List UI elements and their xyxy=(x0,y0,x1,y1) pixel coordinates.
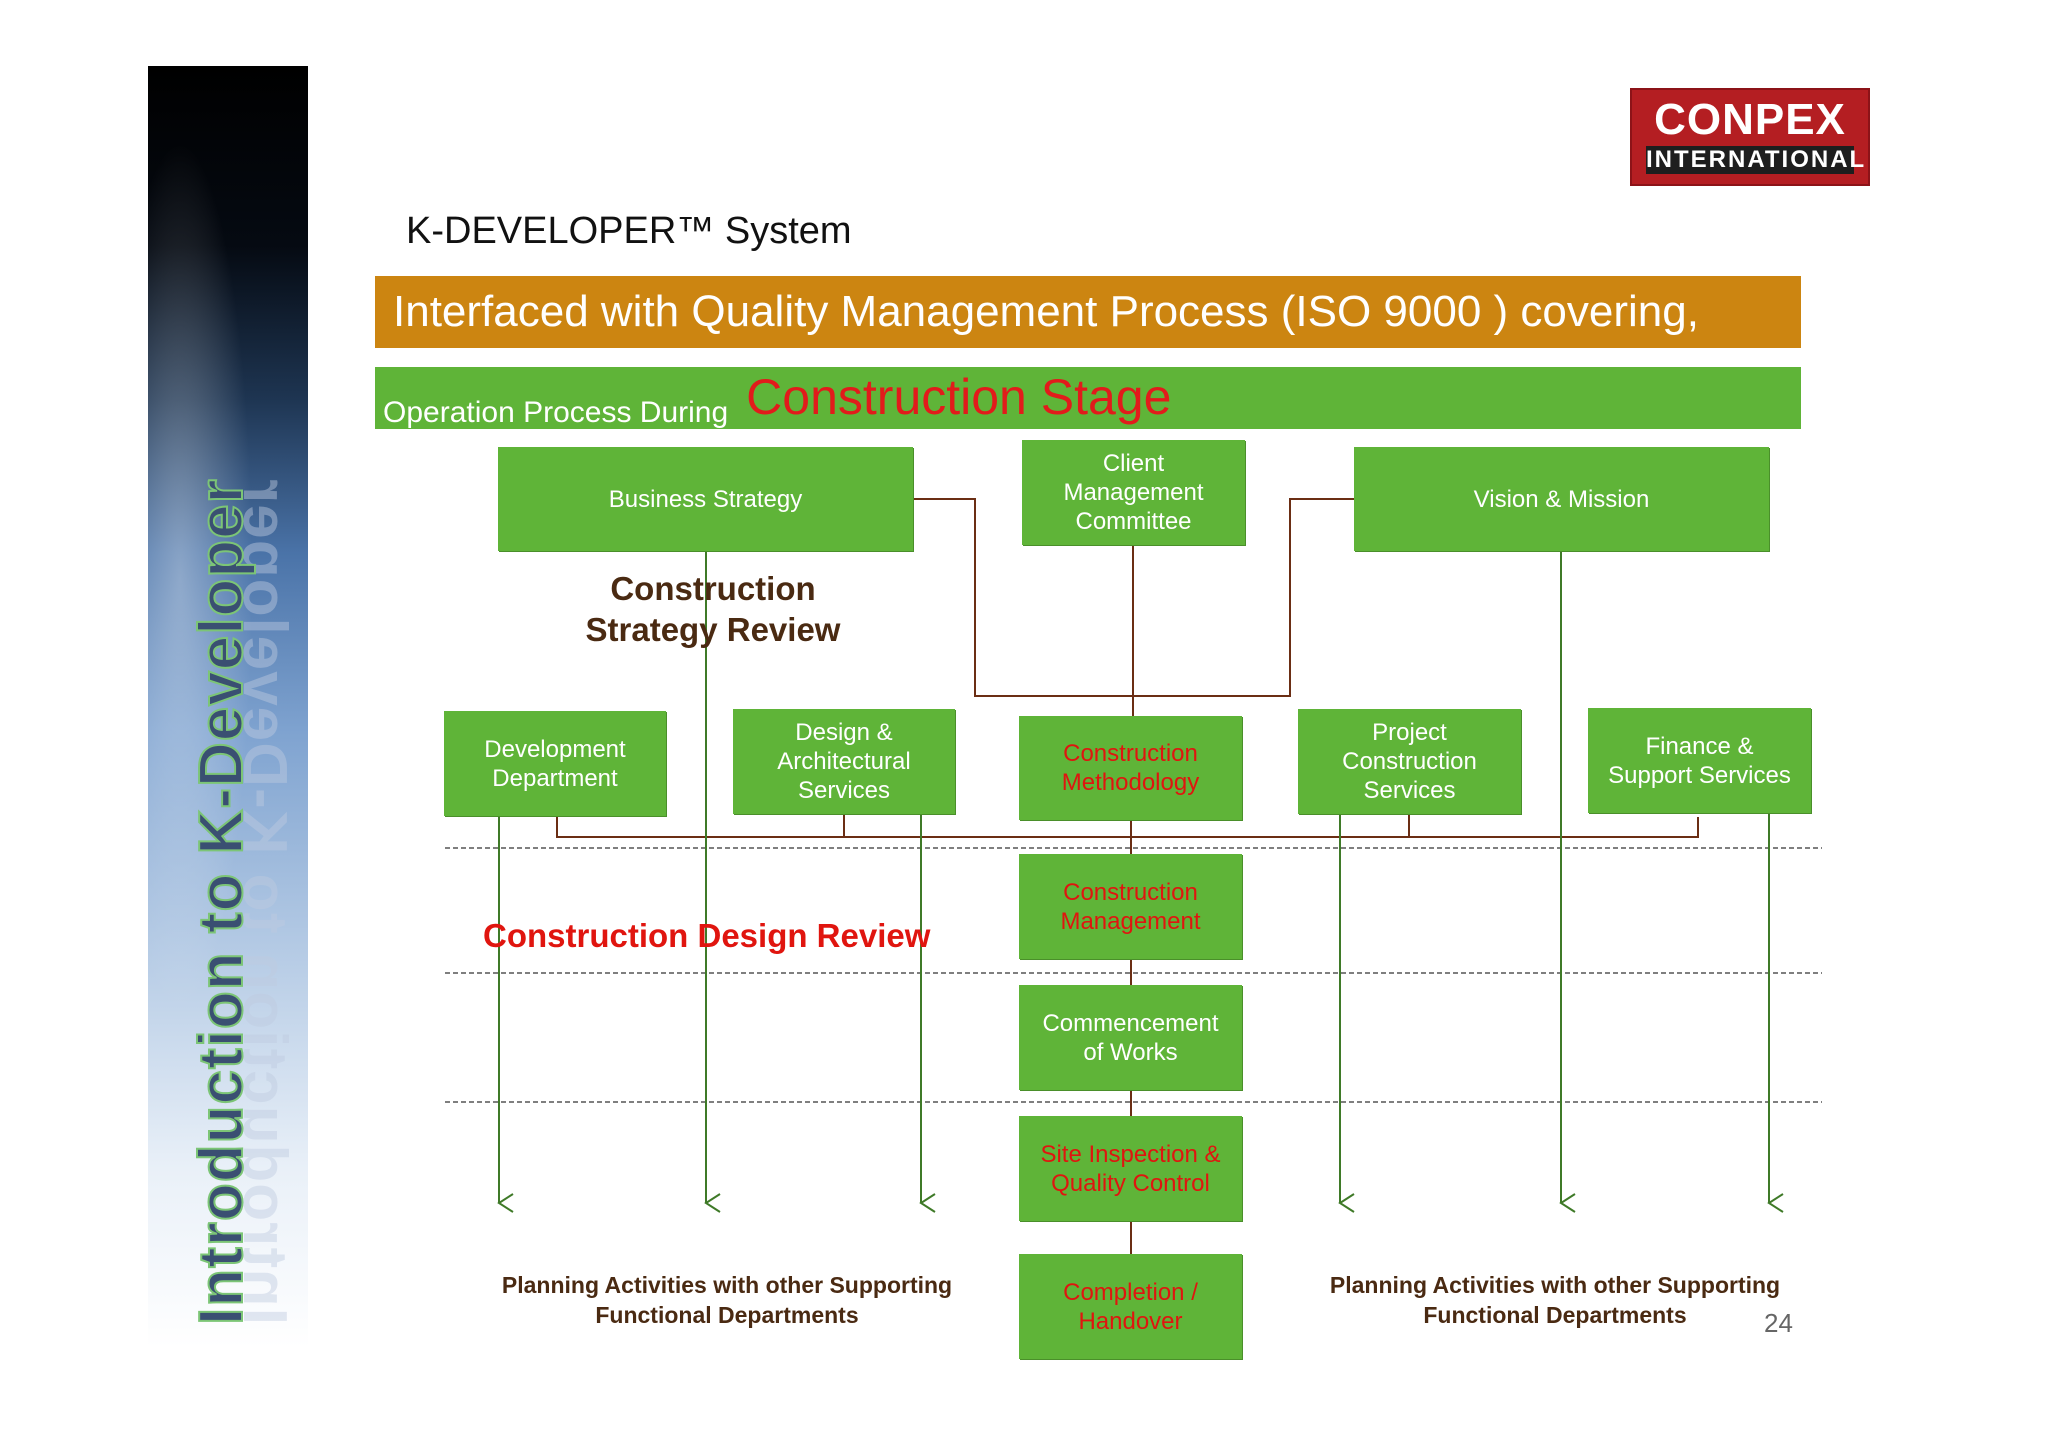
box-business-strategy: Business Strategy xyxy=(498,447,913,551)
page-title: K-DEVELOPER™ System xyxy=(406,210,852,252)
box-commencement-works: Commencement of Works xyxy=(1019,985,1242,1090)
box-vision-mission: Vision & Mission xyxy=(1354,447,1769,551)
connector-departments xyxy=(556,817,1699,838)
label-design-review: Construction Design Review xyxy=(483,917,931,954)
stage-banner-emphasis: Construction Stage xyxy=(746,369,1172,425)
box-construction-management: Construction Management xyxy=(1019,854,1242,959)
company-logo: CONPEX INTERNATIONAL xyxy=(1630,88,1870,186)
label-strategy-review: Construction Strategy Review xyxy=(585,570,841,648)
quality-banner: Interfaced with Quality Management Proce… xyxy=(375,276,1801,348)
sidebar-gradient xyxy=(148,66,308,1348)
box-design-architectural: Design & Architectural Services xyxy=(733,709,955,814)
stage-banner-prefix: Operation Process During xyxy=(383,396,729,429)
sidebar-glow xyxy=(148,66,308,1348)
box-construction-methodology: Construction Methodology xyxy=(1019,716,1242,820)
box-finance-support: Finance & Support Services xyxy=(1588,708,1811,813)
label-planning-right: Planning Activities with other Supportin… xyxy=(1329,1272,1781,1328)
page-number: 24 xyxy=(1764,1308,1793,1338)
stage-banner: Operation Process During Construction Sta… xyxy=(375,367,1801,429)
box-project-construction: Project Construction Services xyxy=(1298,709,1521,814)
box-completion-handover: Completion / Handover xyxy=(1019,1254,1242,1359)
logo-main-text: CONPEX xyxy=(1654,95,1846,144)
box-development-department: Development Department xyxy=(444,711,666,816)
box-client-committee: Client Management Committee xyxy=(1022,440,1245,545)
logo-sub-text: INTERNATIONAL xyxy=(1646,146,1867,174)
box-site-inspection: Site Inspection & Quality Control xyxy=(1019,1116,1242,1221)
label-planning-left: Planning Activities with other Supportin… xyxy=(501,1272,953,1328)
